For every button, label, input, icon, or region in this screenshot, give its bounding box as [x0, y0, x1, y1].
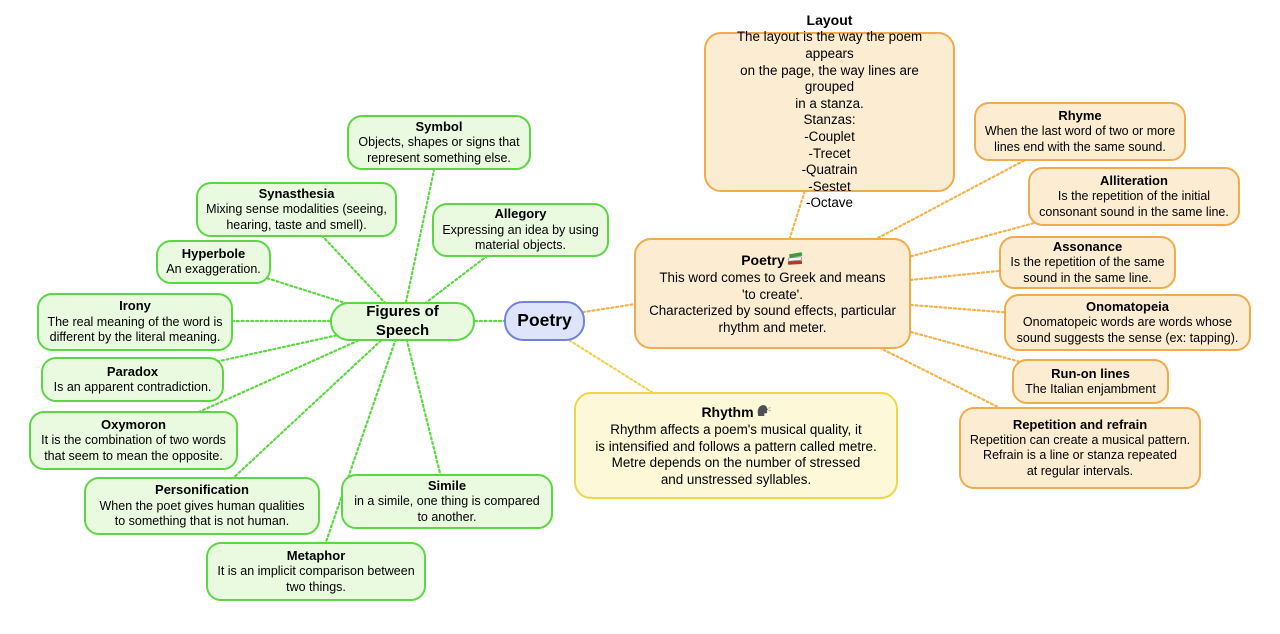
node-body: The real meaning of the word is differen…: [47, 314, 223, 345]
node-body: An exaggeration.: [166, 262, 261, 277]
node-body: Is the repetition of the initial consona…: [1039, 189, 1229, 219]
node-body: When the last word of two or more lines …: [984, 124, 1176, 154]
node-poetry-info[interactable]: Poetry This word comes to Greek and mean…: [634, 238, 911, 349]
edge-figures-simile: [400, 319, 449, 503]
node-title: Symbol: [415, 118, 463, 134]
node-title-text: Poetry: [741, 251, 785, 268]
node-title: Oxymoron: [100, 416, 166, 432]
node-title: Repetition and refrain: [1012, 416, 1148, 432]
node-body: The layout is the way the poem appears o…: [736, 29, 923, 211]
node-title: Run-on lines: [1051, 365, 1130, 381]
node-body: The Italian enjambment: [1025, 381, 1156, 396]
node-body: When the poet gives human qualities to s…: [99, 498, 305, 529]
node-body: It is the combination of two words that …: [41, 433, 226, 463]
node-title-text: Rhythm: [701, 403, 754, 420]
node-body: Is an apparent contradiction.: [53, 379, 212, 394]
node-title: Poetry: [741, 251, 804, 270]
node-hyperbole[interactable]: Hyperbole An exaggeration.: [156, 240, 271, 284]
node-title: Metaphor: [286, 547, 346, 563]
node-alliteration[interactable]: Alliteration Is the repetition of the in…: [1028, 167, 1240, 226]
node-metaphor[interactable]: Metaphor It is an implicit comparison be…: [206, 542, 426, 601]
node-title: Synasthesia: [258, 185, 335, 201]
speaking-head-icon: [756, 403, 771, 422]
node-title: Simile: [427, 477, 467, 493]
node-figures-of-speech[interactable]: Figures of Speech: [330, 302, 475, 341]
node-personification[interactable]: Personification When the poet gives huma…: [84, 477, 320, 535]
node-body: in a simile, one thing is compared to an…: [354, 494, 540, 524]
node-body: This word comes to Greek and means 'to c…: [649, 269, 896, 335]
node-body: Rhythm affects a poem's musical quality,…: [595, 421, 877, 487]
node-irony[interactable]: Irony The real meaning of the word is di…: [37, 293, 233, 351]
node-title: Paradox: [106, 363, 159, 379]
edge-figures-metaphor: [314, 319, 404, 573]
node-layout[interactable]: Layout The layout is the way the poem ap…: [704, 12, 955, 210]
books-icon: [787, 251, 804, 270]
node-poetry-root[interactable]: Poetry: [504, 301, 585, 341]
node-body: Expressing an idea by using material obj…: [442, 222, 599, 253]
node-allegory[interactable]: Allegory Expressing an idea by using mat…: [432, 203, 609, 257]
node-body: It is an implicit comparison between two…: [217, 564, 415, 594]
node-title: Onomatopeia: [1085, 298, 1170, 314]
node-title: Allegory: [494, 206, 547, 222]
node-rhythm[interactable]: Rhythm Rhythm affects a poem's musical q…: [574, 392, 898, 499]
node-body: Objects, shapes or signs that represent …: [358, 135, 520, 165]
node-rhyme[interactable]: Rhyme When the last word of two or more …: [974, 102, 1186, 161]
node-symbol[interactable]: Symbol Objects, shapes or signs that rep…: [347, 115, 531, 170]
node-title: Assonance: [1052, 238, 1123, 254]
node-synasthesia[interactable]: Synasthesia Mixing sense modalities (see…: [196, 182, 397, 237]
node-paradox[interactable]: Paradox Is an apparent contradiction.: [41, 357, 224, 402]
node-title: Layout: [806, 11, 853, 28]
node-title: Irony: [119, 298, 151, 314]
edge-figures-personification: [200, 319, 404, 509]
node-repetition-and-refrain[interactable]: Repetition and refrain Repetition can cr…: [959, 407, 1201, 489]
node-oxymoron[interactable]: Oxymoron It is the combination of two wo…: [29, 411, 238, 470]
edge-figures-symbol: [400, 140, 442, 323]
node-title: Rhythm: [701, 403, 771, 422]
node-body: Onomatopeic words are words whose sound …: [1016, 315, 1239, 345]
node-simile[interactable]: Simile in a simile, one thing is compare…: [341, 474, 553, 529]
node-title: Figures of Speech: [366, 302, 439, 339]
node-title: Rhyme: [1058, 107, 1102, 123]
node-title: Personification: [155, 482, 249, 498]
node-onomatopeia[interactable]: Onomatopeia Onomatopeic words are words …: [1004, 294, 1251, 351]
node-body: Is the repetition of the same sound in t…: [1010, 255, 1165, 285]
node-run-on-lines[interactable]: Run-on lines The Italian enjambment: [1012, 359, 1169, 404]
node-title: Alliteration: [1100, 172, 1168, 188]
node-body: Mixing sense modalities (seeing, hearing…: [206, 202, 387, 232]
node-title: Hyperbole: [181, 246, 246, 262]
node-assonance[interactable]: Assonance Is the repetition of the same …: [999, 236, 1176, 289]
node-body: Repetition can create a musical pattern.…: [969, 432, 1191, 478]
node-title: Poetry: [517, 310, 572, 331]
